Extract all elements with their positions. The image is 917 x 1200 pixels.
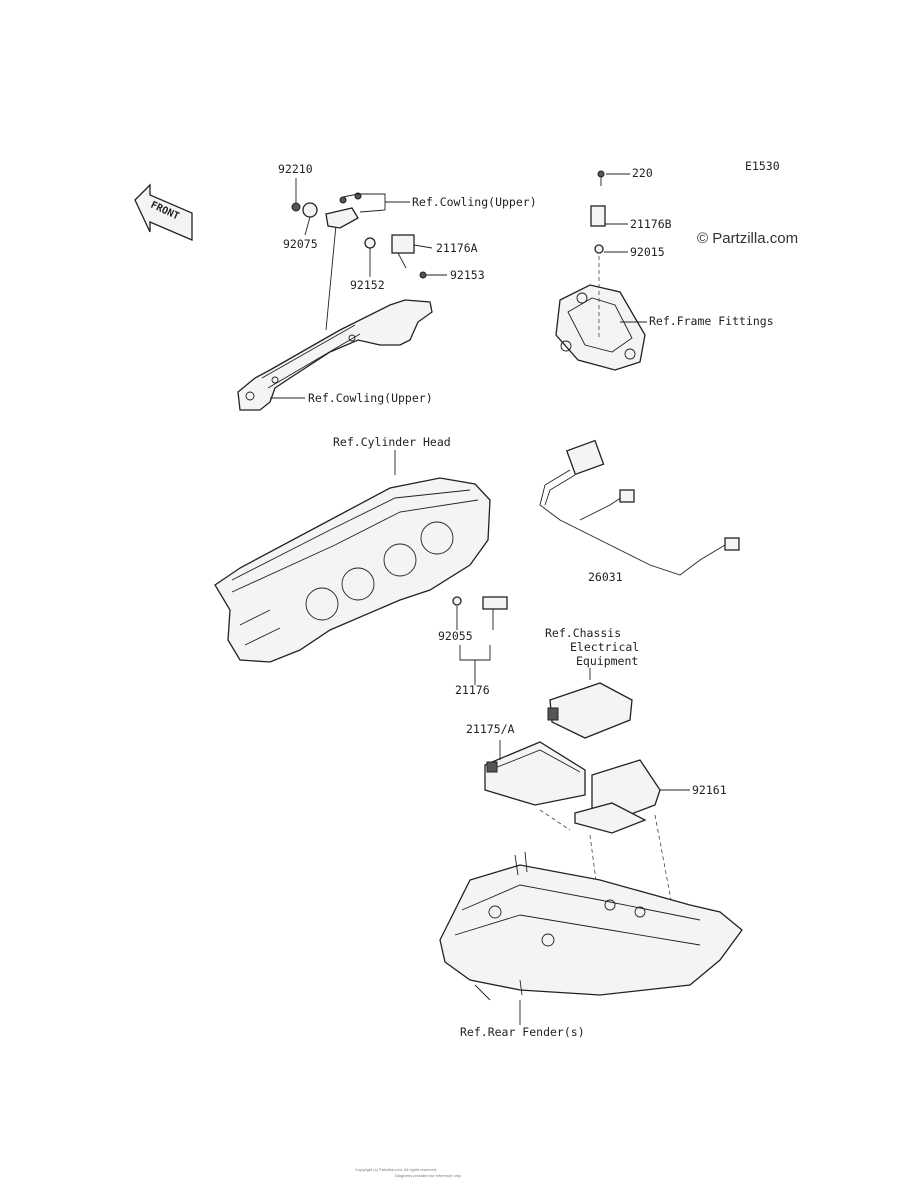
label-ref-frame-fittings: Ref.Frame Fittings — [649, 314, 774, 328]
label-92210: 92210 — [278, 162, 313, 176]
label-ref-chassis-2: Electrical — [570, 640, 639, 654]
label-92152: 92152 — [350, 278, 385, 292]
label-ref-chassis-3: Equipment — [576, 654, 638, 668]
footer-line-2: Diagrams provided for reference only. — [395, 1173, 462, 1178]
ecu-bracket — [547, 682, 633, 739]
gasket-92055 — [452, 596, 462, 606]
cylinder-head — [214, 477, 491, 663]
sensor-bracket-assembly — [237, 192, 433, 411]
frame-fitting-assembly — [555, 170, 646, 371]
footer-line-1: Copyright (c) Partzilla.com. All rights … — [355, 1167, 437, 1172]
watermark: © Partzilla.com — [697, 230, 798, 247]
label-92153: 92153 — [450, 268, 485, 282]
label-92161: 92161 — [692, 783, 727, 797]
label-ref-cylinder-head: Ref.Cylinder Head — [333, 435, 451, 449]
label-92075: 92075 — [283, 237, 318, 251]
label-92015: 92015 — [630, 245, 665, 259]
ecu-21175 — [484, 741, 586, 806]
sensor-21176 — [482, 596, 508, 610]
front-arrow: FRONT — [134, 183, 193, 241]
rear-fender — [439, 851, 743, 1001]
label-ref-chassis-1: Ref.Chassis — [545, 626, 621, 640]
label-21176: 21176 — [455, 683, 490, 697]
label-ref-rear-fender: Ref.Rear Fender(s) — [460, 1025, 585, 1039]
label-ref-cowling-upper-2: Ref.Cowling(Upper) — [308, 391, 433, 405]
ecu-holder-92161 — [574, 759, 661, 834]
label-21176B: 21176B — [630, 217, 672, 231]
wiring-harness — [539, 439, 740, 576]
label-92055: 92055 — [438, 629, 473, 643]
diagram-code: E1530 — [745, 159, 780, 173]
label-21175A: 21175/A — [466, 722, 515, 736]
label-220: 220 — [632, 166, 653, 180]
label-21176A: 21176A — [436, 241, 478, 255]
label-26031: 26031 — [588, 570, 623, 584]
label-ref-cowling-upper-1: Ref.Cowling(Upper) — [412, 195, 537, 209]
